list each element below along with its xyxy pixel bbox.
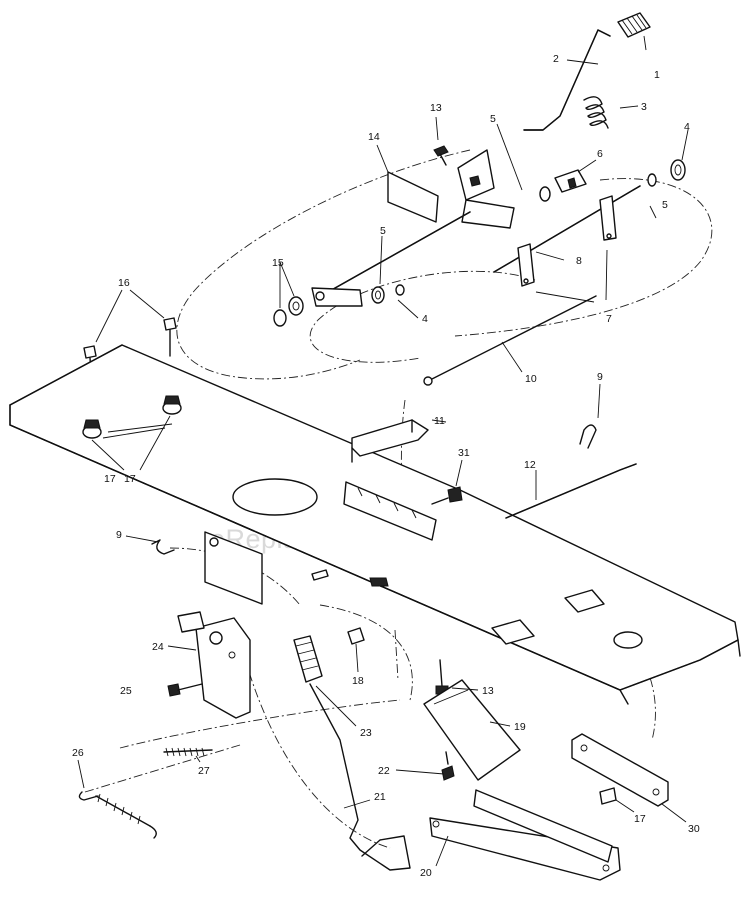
callout-2: 2 [553, 53, 559, 65]
part-8-shaft [493, 185, 641, 287]
callout-14: 14 [368, 131, 380, 143]
part-20-link [429, 789, 621, 881]
callout-13-lower: 13 [482, 685, 494, 697]
callout-13-top: 13 [430, 102, 442, 114]
part-frame [9, 344, 741, 705]
callout-16: 16 [118, 277, 130, 289]
callout-5-top: 5 [490, 113, 496, 125]
callout-25: 25 [120, 685, 132, 697]
part-26-spring [78, 791, 157, 839]
callout-17-left: 17 [124, 473, 136, 485]
callout-8: 8 [576, 255, 582, 267]
part-18-nut [347, 627, 365, 645]
callout-10: 10 [525, 373, 537, 385]
callout-21: 21 [374, 791, 386, 803]
callout-22: 22 [378, 765, 390, 777]
part-24-bracket [177, 611, 251, 719]
part-10-rod [423, 295, 597, 386]
callout-17-mid: 17 [104, 473, 116, 485]
part-19-plate [423, 679, 521, 781]
callout-17-right: 17 [634, 813, 646, 825]
callout-19: 19 [514, 721, 526, 733]
callout-6: 6 [597, 148, 603, 160]
part-22-bolt [441, 751, 455, 781]
part-3-spring [583, 96, 609, 129]
callout-4-mid: 4 [422, 313, 428, 325]
part-21-pedal-rod [309, 683, 411, 871]
part-13-lower-bolt [435, 659, 449, 695]
callout-18: 18 [352, 675, 364, 687]
callout-9-right: 9 [597, 371, 603, 383]
callout-labels: 1 2 3 13 5 4 6 14 5 5 15 8 4 7 16 10 9 1… [72, 53, 700, 879]
callout-4-top: 4 [684, 121, 690, 133]
callout-3: 3 [641, 101, 647, 113]
callout-5-right: 5 [662, 199, 668, 211]
callout-20: 20 [420, 867, 432, 879]
part-2-lever-rod [523, 29, 611, 131]
callout-9-left: 9 [116, 529, 122, 541]
callout-7: 7 [606, 313, 612, 325]
part-12-rod [505, 463, 637, 519]
part-1-handle-grip [617, 12, 651, 38]
part-27-spring [163, 747, 213, 757]
callout-24: 24 [152, 641, 164, 653]
part-25-bolt [167, 683, 203, 697]
callout-23: 23 [360, 727, 372, 739]
part-14-bracket [387, 149, 515, 229]
part-23-pedal-pad [293, 635, 323, 683]
callout-26: 26 [72, 747, 84, 759]
callout-11: 11 [434, 415, 445, 427]
part-30-strap [571, 733, 669, 807]
callout-30: 30 [688, 823, 700, 835]
callout-31: 31 [458, 447, 470, 459]
callout-15: 15 [272, 257, 284, 269]
callout-1: 1 [654, 69, 660, 81]
callout-12: 12 [524, 459, 536, 471]
part-17-nuts [82, 395, 617, 805]
part-6-block [554, 169, 587, 193]
callout-5-mid: 5 [380, 225, 386, 237]
part-13-bolt [433, 145, 449, 166]
callout-27: 27 [198, 765, 210, 777]
washers [273, 159, 686, 327]
part-31-bolt [343, 481, 463, 541]
side-plate [204, 531, 263, 605]
leader-lines [77, 35, 689, 867]
part-11-bracket [351, 419, 429, 463]
shift-shaft [311, 211, 471, 307]
